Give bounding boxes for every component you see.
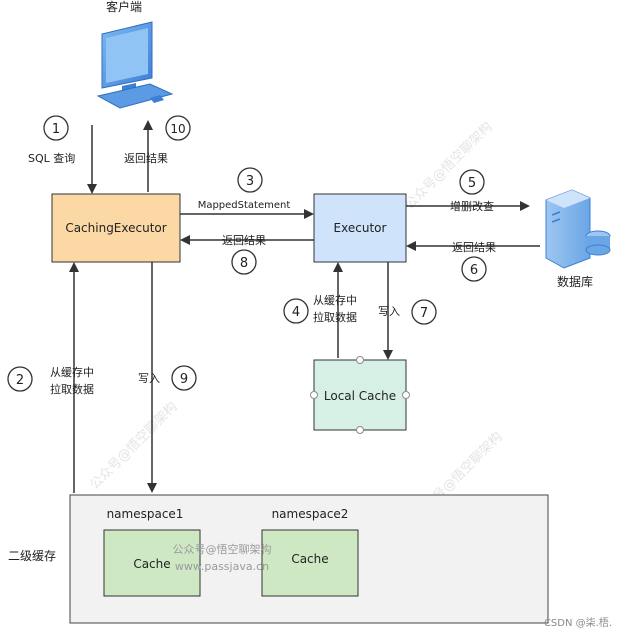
step-10-badge bbox=[165, 115, 191, 141]
step-2-badge bbox=[7, 366, 33, 392]
flow-arrows bbox=[69, 120, 540, 493]
step-7-label: 写入 bbox=[378, 305, 400, 318]
step-6-badge bbox=[461, 256, 487, 282]
step-2: 2 从缓存中 拉取数据 bbox=[7, 365, 94, 396]
step-5-label: 增删改查 bbox=[450, 199, 494, 213]
step-5-badge bbox=[459, 169, 485, 195]
step-9-label: 写入 bbox=[138, 372, 160, 385]
client-label: 客户端 bbox=[106, 0, 142, 14]
step-2-number: 2 bbox=[16, 373, 24, 388]
local-cache-label: Local Cache bbox=[324, 389, 396, 403]
step-5-number: 5 bbox=[468, 176, 476, 191]
client-computer-icon bbox=[96, 21, 174, 109]
step-3-label: MappedStatement bbox=[198, 200, 291, 211]
step-4: 4 从缓存中 拉取数据 bbox=[283, 293, 357, 324]
step-4-label-line2: 拉取数据 bbox=[313, 310, 357, 324]
step-8-number: 8 bbox=[240, 256, 248, 271]
caching-executor-label: CachingExecutor bbox=[65, 221, 166, 235]
database-server-icon bbox=[545, 189, 611, 269]
namespace1-label: namespace1 bbox=[107, 507, 184, 521]
step-8: 8 返回结果 bbox=[222, 234, 266, 275]
local-cache-selection-handles bbox=[310, 356, 410, 434]
footer-watermark: CSDN @柒.梧. bbox=[544, 616, 612, 629]
step-6-number: 6 bbox=[470, 263, 478, 278]
step-1-label: SQL 查询 bbox=[28, 151, 75, 165]
step-4-number: 4 bbox=[292, 305, 300, 320]
database-label: 数据库 bbox=[557, 274, 593, 289]
step-8-label: 返回结果 bbox=[222, 234, 266, 247]
step-3-badge bbox=[237, 167, 263, 193]
executor-label: Executor bbox=[334, 221, 387, 235]
step-1-number: 1 bbox=[52, 122, 60, 137]
step-6-label: 返回结果 bbox=[452, 241, 496, 254]
namespace2-cache-box bbox=[261, 529, 359, 597]
step-1-badge bbox=[43, 115, 69, 141]
second-level-cache-label: 二级缓存 bbox=[8, 549, 56, 563]
step-6: 6 返回结果 bbox=[452, 241, 496, 282]
step-1: 1 SQL 查询 bbox=[28, 115, 75, 165]
caching-executor-box bbox=[51, 193, 181, 263]
namespace2-label: namespace2 bbox=[272, 507, 349, 521]
watermark-diagonal: 公众号@悟空聊架构 bbox=[402, 119, 495, 212]
step-4-label-line1: 从缓存中 bbox=[313, 293, 357, 307]
step-10-number: 10 bbox=[170, 122, 185, 136]
namespace1-cache-box bbox=[103, 529, 201, 597]
step-7: 7 写入 bbox=[378, 299, 437, 325]
namespace1-cache-label: Cache bbox=[133, 557, 170, 571]
executor-box bbox=[313, 193, 407, 263]
step-8-badge bbox=[231, 249, 257, 275]
namespace2-cache-label: Cache bbox=[291, 552, 328, 566]
step-2-label-line2: 拉取数据 bbox=[50, 382, 94, 396]
step-9-badge bbox=[171, 365, 197, 391]
step-9: 9 写入 bbox=[138, 365, 197, 391]
step-10: 10 返回结果 bbox=[124, 115, 191, 165]
watermark-center-line1: 公众号@悟空聊架构 bbox=[173, 542, 272, 556]
step-10-label: 返回结果 bbox=[124, 152, 168, 165]
local-cache-box bbox=[313, 359, 407, 431]
step-2-label-line1: 从缓存中 bbox=[50, 365, 94, 379]
step-7-number: 7 bbox=[420, 306, 428, 321]
step-5: 5 增删改查 bbox=[450, 169, 494, 213]
step-4-badge bbox=[283, 298, 309, 324]
step-3: 3 MappedStatement bbox=[198, 167, 291, 211]
watermark-diagonal: 公众号@悟空聊架构 bbox=[87, 399, 180, 492]
step-7-badge bbox=[411, 299, 437, 325]
step-3-number: 3 bbox=[246, 174, 254, 189]
step-9-number: 9 bbox=[180, 372, 188, 387]
watermark-center-line2: www.passjava.cn bbox=[175, 560, 269, 573]
